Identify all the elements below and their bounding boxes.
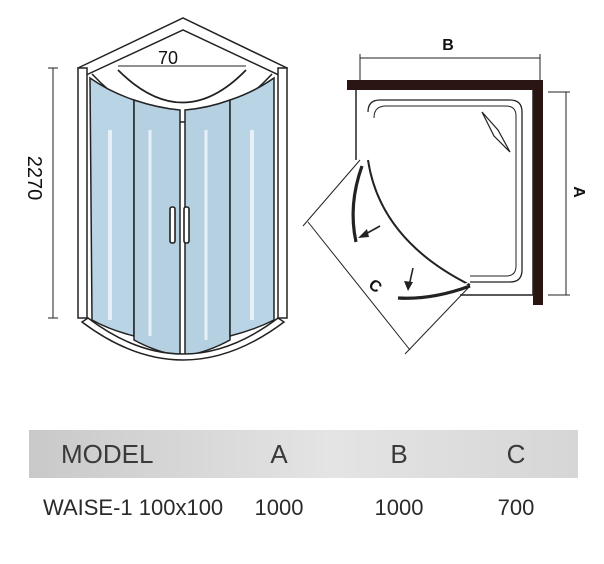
door-bottom-plan [397, 284, 471, 300]
open-arrow-bottom-icon [404, 267, 414, 291]
header-b: B [390, 438, 408, 469]
drain-icon [481, 111, 511, 153]
spec-table-header: MODEL A B C [29, 430, 578, 478]
plan-label-a: A [570, 186, 587, 198]
front-height-label: 2270 [23, 156, 45, 201]
table-row: WAISE-1 100x100 1000 1000 700 [29, 478, 578, 538]
front-top-frame [76, 17, 289, 77]
door-left-plan [351, 165, 364, 243]
plan-label-c: C [365, 276, 385, 297]
open-arrow-left-icon [358, 225, 381, 238]
left-post [77, 67, 88, 319]
header-c: C [506, 438, 526, 469]
shower-tray [80, 317, 286, 361]
row-c: 700 [497, 495, 535, 520]
front-width-label: 70 [158, 48, 178, 68]
door-handle-left [169, 206, 176, 244]
plan-label-b: B [442, 37, 454, 54]
header-model: MODEL [61, 438, 154, 469]
spec-table: MODEL A B C WAISE-1 100x100 1000 1000 70… [29, 430, 578, 538]
front-view: 70 2270 [23, 17, 289, 361]
right-post [277, 67, 288, 319]
plan-view: B A C [302, 37, 587, 355]
shower-enclosure-drawing: 70 2270 [23, 17, 587, 361]
row-model: WAISE-1 100x100 [43, 495, 224, 520]
wall-right [533, 80, 543, 305]
wall-top [347, 80, 543, 90]
header-a: A [270, 438, 288, 469]
row-a: 1000 [254, 495, 304, 520]
curved-front [367, 159, 471, 286]
row-b: 1000 [374, 495, 424, 520]
door-handle-right [183, 206, 190, 244]
tray-outline [367, 99, 523, 283]
